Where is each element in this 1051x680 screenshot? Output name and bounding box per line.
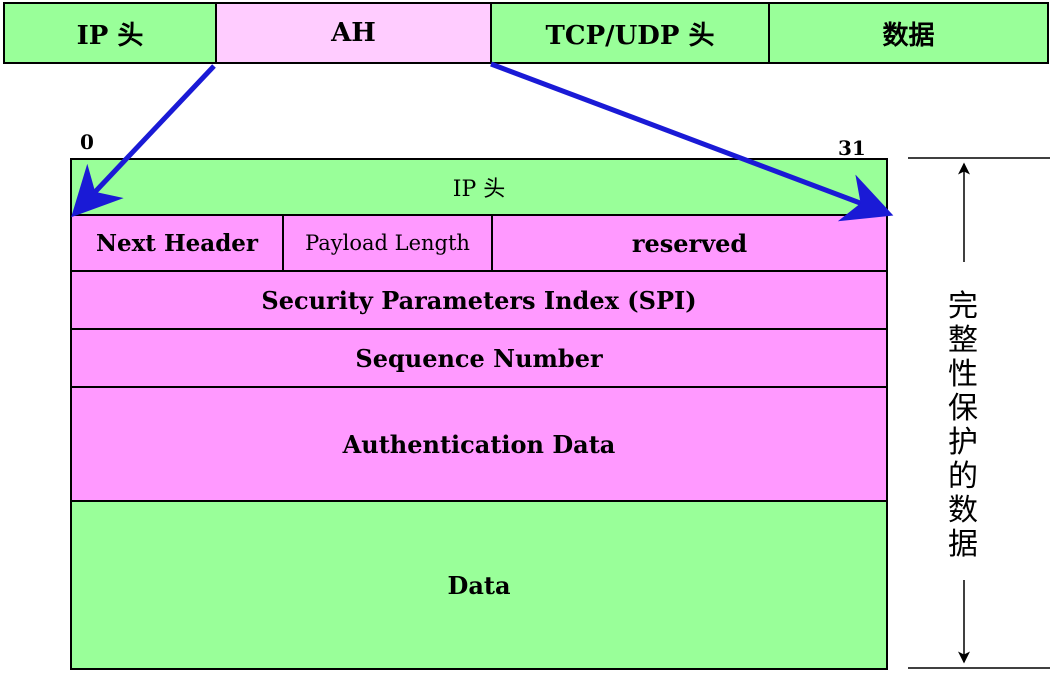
detail-next-header: Next Header [70,214,284,272]
packet-ip-header-label: IP 头 [76,20,144,51]
integrity-char: 的 [948,459,978,494]
detail-spi: Security Parameters Index (SPI) [70,270,888,330]
integrity-char: 据 [948,527,978,562]
integrity-char: 整 [948,323,978,358]
detail-sequence-number-label: Sequence Number [355,343,603,373]
detail-data-label: Data [447,570,511,600]
packet-ah-label: AH [331,18,376,48]
detail-reserved: reserved [491,214,888,272]
detail-authentication-data: Authentication Data [70,386,888,502]
integrity-char: 护 [948,425,978,460]
integrity-char: 性 [948,357,978,392]
detail-spi-label: Security Parameters Index (SPI) [261,285,697,315]
packet-data-label: 数据 [882,20,935,51]
detail-reserved-label: reserved [631,228,748,258]
integrity-char: 数 [948,493,978,528]
packet-tcp-udp-header: TCP/UDP 头 [490,2,770,64]
detail-data: Data [70,500,888,670]
detail-sequence-number: Sequence Number [70,328,888,388]
bit-end-label: 31 [838,136,866,160]
detail-next-header-label: Next Header [95,229,259,257]
bit-start-label: 0 [80,130,94,154]
integrity-char: 完 [948,289,978,324]
detail-authentication-data-label: Authentication Data [342,429,616,459]
packet-ah: AH [215,2,492,64]
detail-ip-header: IP 头 [70,158,888,216]
integrity-char: 保 [948,391,978,426]
detail-payload-length: Payload Length [282,214,493,272]
packet-tcp-udp-header-label: TCP/UDP 头 [545,20,715,51]
detail-ip-header-label: IP 头 [452,177,506,202]
packet-data: 数据 [768,2,1049,64]
integrity-protected-label: 完 整 性 保 护 的 数 据 [945,290,981,562]
detail-payload-length-label: Payload Length [305,231,470,255]
packet-ip-header: IP 头 [3,2,217,64]
